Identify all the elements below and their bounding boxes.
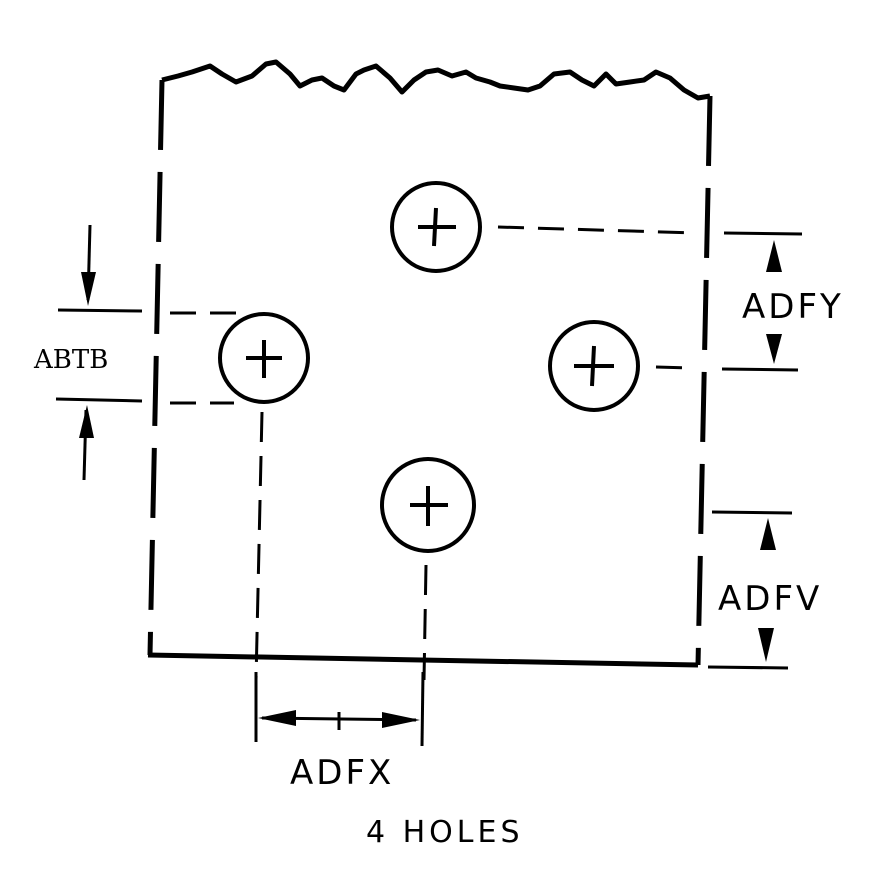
- ext-left-hole-down: [254, 411, 264, 681]
- adfy-extension-bottom: [721, 367, 799, 372]
- ext-right-hole-right: [655, 365, 693, 370]
- adfy-arrow-up-head: [766, 240, 782, 272]
- adfv-label: ADFV: [718, 579, 822, 619]
- hole-circle: [390, 181, 482, 273]
- hole-left: [218, 312, 310, 404]
- plate-outline: [147, 59, 713, 668]
- hole-center-cross: [246, 340, 282, 378]
- abtb-arrow-up-head: [79, 405, 94, 438]
- hole-right: [548, 320, 640, 412]
- adfv-arrow-down-head: [758, 628, 774, 662]
- adfv-extension-top: [711, 510, 793, 515]
- abtb-extension-bottom: [55, 397, 143, 403]
- caption-hole-count: 4 HOLES: [366, 815, 524, 850]
- ext-bottom-hole-down: [422, 564, 428, 681]
- hole-circle: [548, 320, 640, 412]
- broken-top-edge: [161, 59, 711, 101]
- hole-bottom: [380, 457, 476, 553]
- adfy-label: ADFY: [742, 287, 844, 327]
- extension-lines: [170, 225, 697, 681]
- adfv-arrow-up-head: [760, 518, 776, 550]
- adfv-extension-bottom: [707, 665, 789, 670]
- ext-top-hole-right: [497, 225, 697, 235]
- hole-center-cross: [574, 345, 614, 387]
- plate-left-edge: [147, 79, 165, 656]
- dimension-adfx: ADFX: [254, 671, 425, 793]
- adfx-extension-right: [420, 671, 425, 747]
- adfx-arrow-left-head: [258, 710, 296, 726]
- adfy-extension-top: [723, 231, 803, 236]
- adfy-arrow-down-head: [766, 334, 782, 364]
- hole-circle: [218, 312, 310, 404]
- dimension-adfv: ADFV: [707, 510, 822, 670]
- abtb-label: ABTB: [33, 345, 108, 375]
- dimension-adfy: ADFY: [721, 231, 844, 372]
- holes: [218, 181, 640, 553]
- plate-right-edge: [695, 95, 713, 666]
- hole-circle: [380, 457, 476, 553]
- abtb-arrow-down-head: [81, 272, 96, 306]
- adfx-label: ADFX: [290, 753, 394, 793]
- adfx-arrow-right-head: [382, 712, 420, 728]
- hole-center-cross: [418, 207, 456, 247]
- hole-top: [390, 181, 482, 273]
- dimension-abtb: ABTB: [33, 224, 143, 481]
- hole-center-cross: [410, 486, 448, 526]
- abtb-extension-top: [57, 308, 143, 313]
